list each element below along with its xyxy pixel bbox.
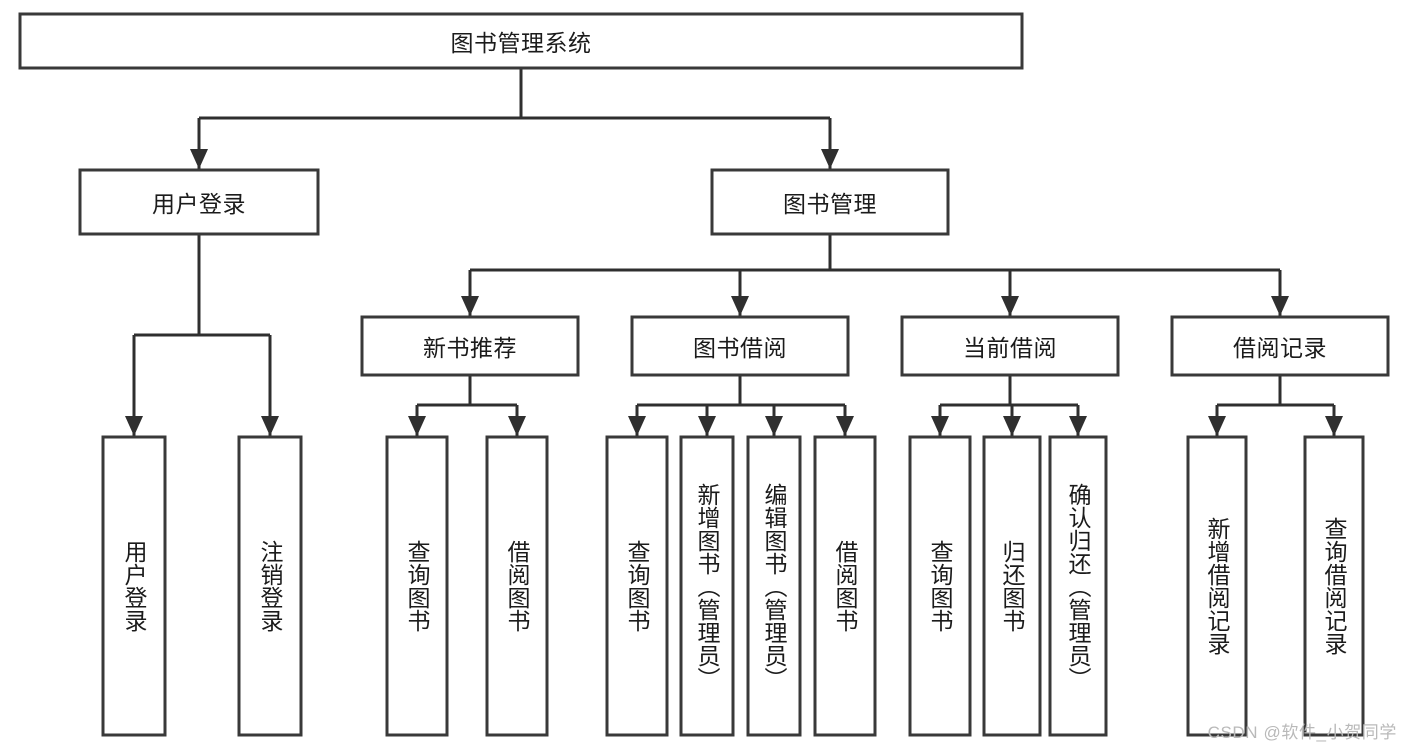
node-box-book-borrow[interactable] bbox=[630, 315, 850, 377]
node-box-leaf-user-login[interactable] bbox=[101, 435, 167, 737]
node-box-leaf-query-book-1[interactable] bbox=[385, 435, 449, 737]
node-box-leaf-borrow-book-2[interactable] bbox=[813, 435, 877, 737]
node-box-leaf-edit-book-admin[interactable] bbox=[746, 435, 802, 737]
node-box-leaf-query-book-3[interactable] bbox=[908, 435, 972, 737]
node-box-leaf-query-borrow-record[interactable] bbox=[1303, 435, 1365, 737]
node-box-current-borrow[interactable] bbox=[900, 315, 1120, 377]
node-box-leaf-logout-login[interactable] bbox=[237, 435, 303, 737]
node-box-leaf-query-book-2[interactable] bbox=[605, 435, 669, 737]
connector-layer bbox=[125, 68, 1343, 436]
watermark-text: CSDN @软件_小贺同学 bbox=[1207, 723, 1397, 742]
node-box-layer bbox=[18, 12, 1390, 737]
node-box-user-login[interactable] bbox=[78, 168, 320, 236]
node-box-book-manage[interactable] bbox=[710, 168, 950, 236]
node-box-leaf-borrow-book-1[interactable] bbox=[485, 435, 549, 737]
node-box-leaf-confirm-return-admin[interactable] bbox=[1048, 435, 1108, 737]
node-box-leaf-return-book[interactable] bbox=[982, 435, 1042, 737]
node-box-root[interactable] bbox=[18, 12, 1024, 70]
node-box-leaf-add-borrow-record[interactable] bbox=[1186, 435, 1248, 737]
node-box-new-book-recommend[interactable] bbox=[360, 315, 580, 377]
node-box-leaf-add-book-admin[interactable] bbox=[679, 435, 735, 737]
node-box-borrow-record[interactable] bbox=[1170, 315, 1390, 377]
